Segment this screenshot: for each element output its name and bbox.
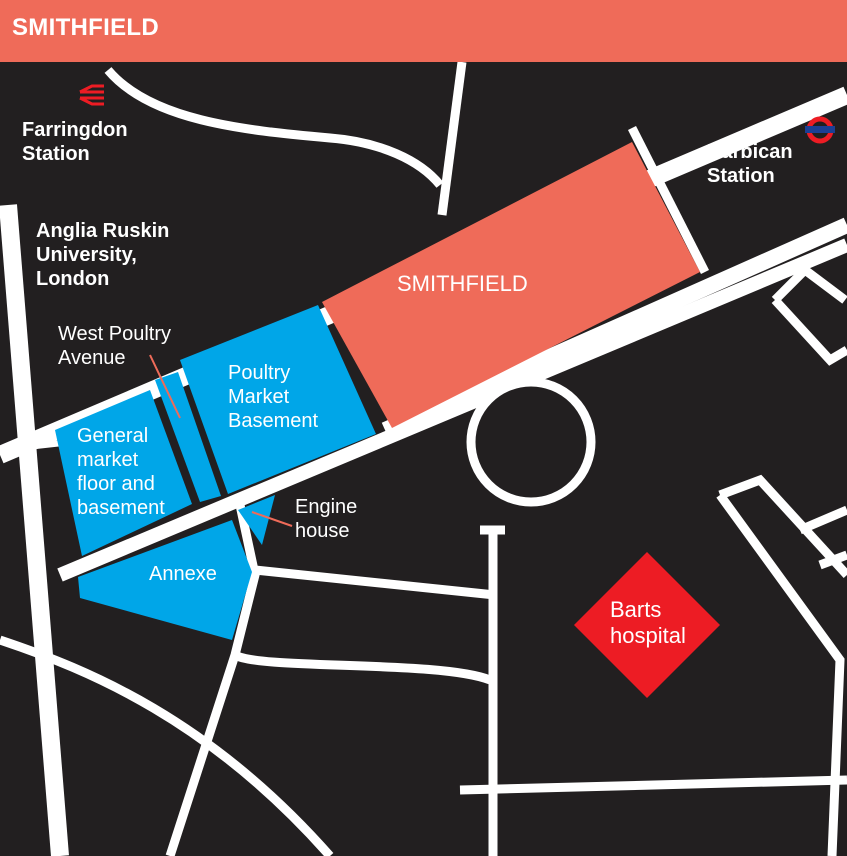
road-east-of-market (381, 217, 847, 438)
annexe-label: Annexe (149, 563, 217, 585)
engine-house-label: Engine house (295, 496, 358, 542)
roundabout (466, 377, 596, 507)
road-north-vertical (437, 62, 467, 216)
poultry-market-label: Poultry Market Basement (228, 362, 319, 432)
road-east-block-b (771, 296, 847, 366)
west-poultry-avenue-block[interactable] (155, 372, 221, 502)
road-north-curve (104, 67, 444, 188)
road-east-block-f (818, 550, 847, 570)
barts-hospital-label: Barts hospital (610, 597, 686, 648)
smithfield-block[interactable] (322, 142, 700, 428)
road-barbican-link (627, 125, 710, 275)
road-east-block-a (771, 264, 847, 304)
road-east-block-d (716, 492, 845, 856)
road-middle-curve (232, 650, 492, 685)
road-annexe-south (254, 565, 496, 600)
road-south (459, 775, 847, 795)
road-south-edge (57, 238, 847, 582)
road-south-west-curve (0, 635, 334, 856)
general-market-floor-block[interactable] (55, 390, 192, 556)
annexe-block[interactable] (78, 520, 252, 640)
page-title: SMITHFIELD (12, 14, 159, 41)
road-farringdon-street (0, 204, 69, 856)
engine-house-leader-line (251, 511, 293, 527)
barbican-station-label: Barbican Station (707, 141, 793, 187)
london-underground-roundel-icon (805, 116, 835, 144)
road-east-block-e (798, 505, 847, 535)
road-east-block-c (718, 474, 847, 579)
national-rail-icon (79, 84, 104, 106)
map-canvas (0, 62, 847, 856)
smithfield-label: SMITHFIELD (397, 271, 528, 296)
engine-house-block[interactable] (238, 495, 275, 545)
barts-hospital-marker[interactable] (574, 552, 720, 698)
west-poultry-avenue-label: West Poultry Avenue (58, 323, 171, 369)
road-annexe-west (165, 504, 260, 856)
anglia-ruskin-label: Anglia Ruskin University, London (36, 220, 170, 290)
west-poultry-leader-line (149, 354, 181, 419)
title-bar: SMITHFIELD (0, 0, 847, 62)
farringdon-station-label: Farringdon Station (22, 119, 128, 165)
map-area: Farringdon Station Barbican Station Angl… (0, 62, 847, 856)
poultry-market-basement-block[interactable] (180, 305, 376, 494)
general-market-label: General market floor and basement (77, 425, 165, 519)
